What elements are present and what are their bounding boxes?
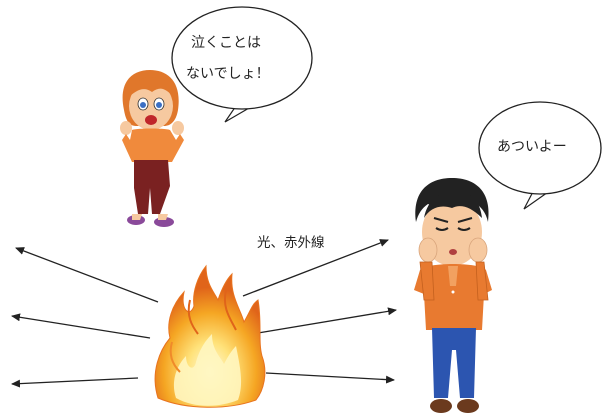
arrow-lower-right bbox=[265, 372, 395, 384]
fire-icon bbox=[154, 264, 266, 408]
girl-speech-bubble bbox=[171, 6, 313, 123]
arrow-middle-right bbox=[257, 307, 397, 334]
radiation-arrows bbox=[11, 239, 397, 388]
boy-speech-bubble bbox=[478, 101, 602, 210]
light-infrared-label: 光、赤外線 bbox=[257, 235, 325, 251]
boy-speech-text: あついよー bbox=[497, 139, 567, 155]
girl-figure bbox=[120, 70, 184, 227]
arrow-upper-right bbox=[242, 239, 389, 297]
arrow-lower-left bbox=[11, 377, 139, 388]
girl-speech-line-2: ないでしょ！ bbox=[186, 66, 270, 82]
arrow-upper-left bbox=[15, 247, 159, 303]
girl-speech-line-1: 泣くことは bbox=[191, 35, 261, 51]
boy-figure bbox=[414, 178, 492, 413]
arrow-middle-left bbox=[11, 313, 151, 339]
